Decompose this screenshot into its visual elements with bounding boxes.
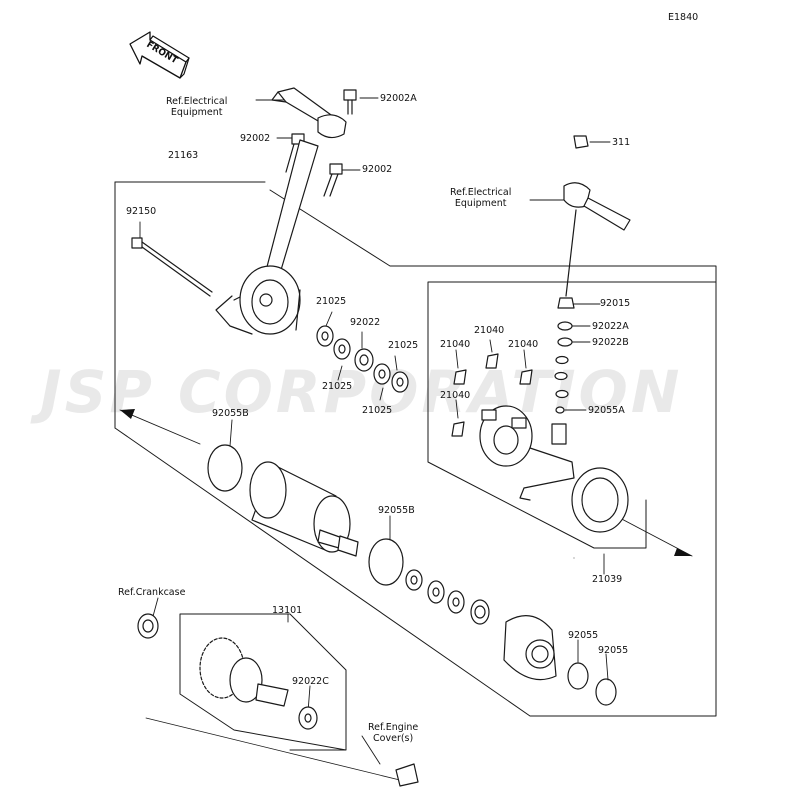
bushing-crankcase-icon	[137, 613, 159, 639]
brush-plate-icon	[479, 405, 533, 467]
outline-box-13101	[179, 613, 347, 751]
cable-top	[271, 87, 347, 139]
long-bolt-92150-icon	[131, 237, 213, 297]
washers-top	[316, 325, 409, 393]
label-21025-c: 21025	[322, 381, 353, 392]
end-ring-icon	[571, 467, 629, 533]
label-21163: 21163	[168, 150, 199, 161]
label-92022A: 92022A	[592, 321, 629, 332]
bolt-92002A-icon	[343, 89, 357, 115]
terminal-bolt-icon	[519, 423, 575, 501]
label-ref-electrical-2: Ref.Electrical Equipment	[450, 187, 512, 209]
label-92002-b: 92002	[362, 164, 393, 175]
label-ref-electrical-1: Ref.Electrical Equipment	[166, 96, 228, 118]
diagram-code: E1840	[668, 12, 699, 23]
label-13101: 13101	[272, 605, 303, 616]
label-92022B: 92022B	[592, 337, 629, 348]
label-21040-c: 21040	[508, 339, 539, 350]
bolt-92002-b-icon	[323, 163, 343, 197]
label-21040-b: 21040	[440, 339, 471, 350]
pinion-assembly-icon	[199, 637, 289, 707]
label-92022: 92022	[350, 317, 381, 328]
label-ref-crankcase: Ref.Crankcase	[118, 587, 186, 598]
label-ref-engine-cover: Ref.Engine Cover(s)	[368, 722, 419, 744]
nut-311-icon	[573, 135, 589, 149]
o-ring-92055-b-icon	[595, 678, 617, 706]
label-92022C: 92022C	[292, 676, 329, 687]
bushing-engine-cover-icon	[395, 763, 419, 787]
motor-body-icon	[249, 461, 359, 557]
label-92055-a: 92055	[568, 630, 599, 641]
washers-right	[554, 297, 575, 414]
o-ring-92055B-a-icon	[207, 444, 243, 492]
label-92002A: 92002A	[380, 93, 417, 104]
label-21025-b: 21025	[388, 340, 419, 351]
washer-92022C-icon	[298, 706, 318, 730]
brushes-21040	[451, 353, 533, 437]
label-92015: 92015	[600, 298, 631, 309]
pointer-arrows	[120, 409, 692, 556]
label-92055A: 92055A	[588, 405, 625, 416]
o-ring-92055-a-icon	[567, 662, 589, 690]
label-311: 311	[612, 137, 631, 148]
label-92150: 92150	[126, 206, 157, 217]
leader-lines	[119, 97, 693, 783]
label-21039: 21039	[592, 574, 623, 585]
outline-box-21163	[114, 181, 717, 717]
front-cover-icon	[503, 615, 557, 681]
front-arrow-icon: FRONT	[129, 31, 190, 79]
label-92055B-b: 92055B	[378, 505, 415, 516]
label-21040-a: 21040	[474, 325, 505, 336]
outline-box-21039	[427, 281, 717, 549]
label-21025-d: 21025	[362, 405, 393, 416]
cable-right	[563, 182, 631, 297]
o-ring-92055B-b-icon	[368, 538, 404, 586]
label-92055-b: 92055	[598, 645, 629, 656]
label-92002-a: 92002	[240, 133, 271, 144]
label-21040-d: 21040	[440, 390, 471, 401]
end-cap-top-icon	[215, 265, 301, 335]
washers-mid	[405, 569, 490, 625]
label-21025-a: 21025	[316, 296, 347, 307]
label-92055B-a: 92055B	[212, 408, 249, 419]
